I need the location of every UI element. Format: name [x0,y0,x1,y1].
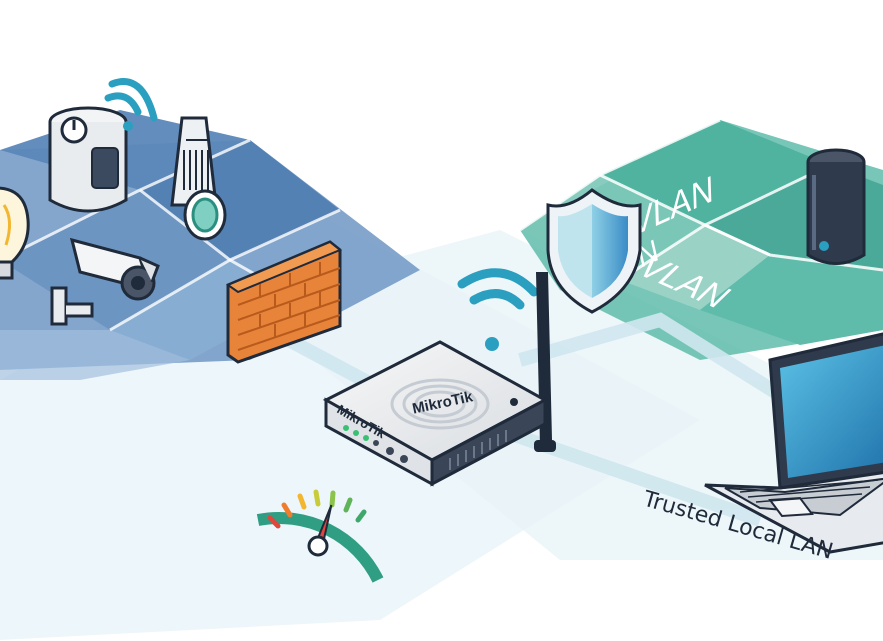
router-icon: MikroTik MikroTik [322,272,556,487]
wifi-icon [104,78,158,131]
smart-thermostat-icon [48,106,128,213]
security-camera-icon [50,237,160,326]
router-leds [343,425,408,463]
router-wifi-icon [457,268,539,351]
shield-icon [546,188,642,314]
firewall-icon [225,240,342,364]
laptop-icon [704,332,883,554]
smart-speaker-icon [170,116,227,241]
home-speaker-icon [806,148,866,265]
speed-gauge-icon [256,489,384,583]
lightbulb-icon [0,186,30,280]
